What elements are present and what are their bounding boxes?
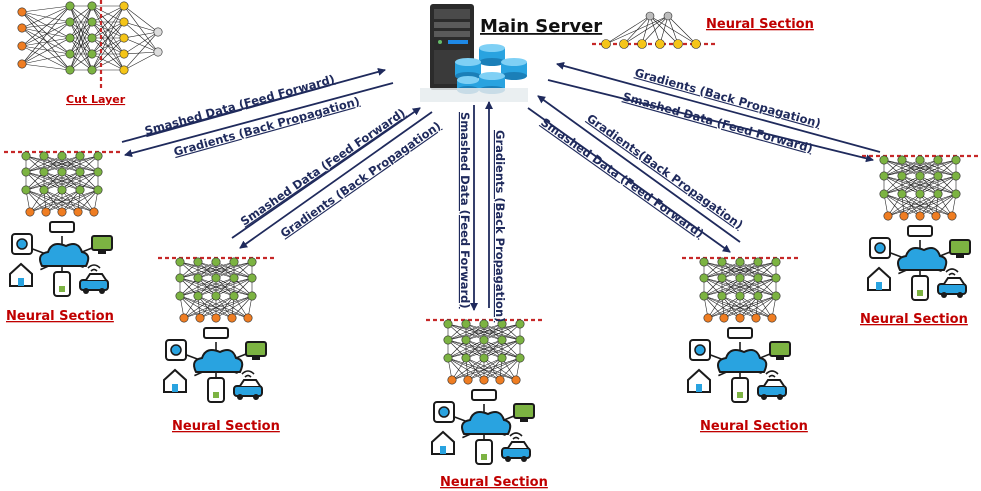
client-neural-section-4: Neural Section [682, 256, 808, 434]
client-neural-section-label: Neural Section [440, 475, 548, 490]
client-neural-section-5: Neural Section [860, 154, 978, 327]
iot-devices-icon [9, 221, 113, 297]
arrows [121, 61, 881, 311]
arrow-left2-gradients [239, 111, 433, 249]
label-center-gradients: Gradients (Back Propagation) [493, 130, 507, 322]
iot-devices-icon [867, 225, 971, 301]
arrow-left2-smashed [231, 107, 421, 239]
client-neural-section-label: Neural Section [172, 419, 280, 434]
iot-devices-icon [163, 327, 267, 403]
cut-layer-label: Cut Layer [66, 93, 126, 106]
client-neural-section-1: Neural Section [4, 150, 120, 324]
client-neural-section-3: Neural Section [426, 318, 548, 490]
arrow-left-smashed [121, 67, 386, 143]
arrow-right2-gradients [537, 95, 741, 243]
iot-devices-icon [431, 389, 535, 465]
client-neural-section-label: Neural Section [6, 309, 114, 324]
iot-devices-icon [687, 327, 791, 403]
arrow-left-gradients [124, 82, 394, 158]
client-neural-section-2: Neural Section [158, 256, 280, 434]
server-neural-section [592, 11, 716, 49]
main-server-label: Main Server [480, 16, 602, 37]
arrow-right2-smashed [527, 107, 731, 253]
server-neural-section-label: Neural Section [706, 17, 814, 32]
client-neural-section-label: Neural Section [860, 312, 968, 327]
label-center-smashed: Smashed Data (Feed Forward) [458, 112, 472, 309]
cut-layer-network [17, 0, 163, 90]
main-server: Main Server [420, 4, 602, 102]
arrow-right-smashed [547, 79, 874, 163]
client-neural-section-label: Neural Section [700, 419, 808, 434]
arrow-right-gradients [556, 61, 881, 153]
